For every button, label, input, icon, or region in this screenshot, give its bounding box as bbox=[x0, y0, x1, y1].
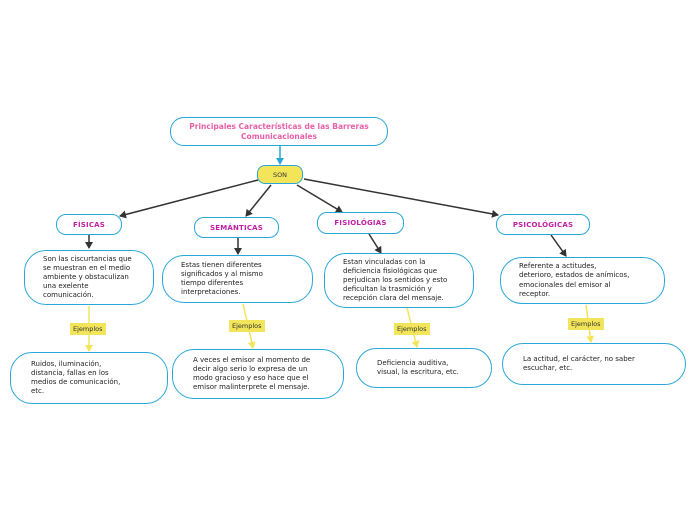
example-tag-fisiologias: Ejemplos bbox=[394, 323, 430, 335]
category-label: FISIOLÓGIAS bbox=[334, 219, 387, 227]
example-text: La actitud, el carácter, no saber escuch… bbox=[523, 354, 635, 372]
son-connector-text: SON bbox=[272, 170, 288, 179]
example-tag-psicologicas: Ejemplos bbox=[568, 318, 604, 330]
example-text: Ruidos, iluminación, distancia, fallas e… bbox=[31, 359, 121, 396]
description-fisiologias[interactable]: Estan vinculadas con la deficiencia fisi… bbox=[324, 253, 474, 308]
description-semanticas[interactable]: Estas tienen diferentes significados y a… bbox=[162, 255, 313, 303]
arrow-son-psicologicas bbox=[303, 178, 499, 218]
arrow-son-fisicas bbox=[119, 179, 259, 219]
arrow-fisiologias-desc bbox=[368, 233, 382, 254]
category-fisicas[interactable]: FÍSICAS bbox=[56, 214, 122, 235]
category-label: PSICOLÓGICAS bbox=[512, 220, 574, 229]
category-fisiologias[interactable]: FISIOLÓGIAS bbox=[317, 212, 404, 234]
description-text: Referente a actitudes, deterioro, estado… bbox=[519, 262, 630, 298]
description-psicologicas[interactable]: Referente a actitudes, deterioro, estado… bbox=[500, 257, 665, 304]
son-connector[interactable]: SON bbox=[257, 165, 303, 184]
main-title[interactable]: Principales Características de las Barre… bbox=[170, 117, 388, 146]
category-label: SEMÁNTICAS bbox=[209, 223, 264, 232]
description-text: Estas tienen diferentes significados y a… bbox=[181, 260, 263, 297]
category-semanticas[interactable]: SEMÁNTICAS bbox=[194, 217, 279, 238]
description-text: Estan vinculadas con la deficiencia fisi… bbox=[343, 257, 448, 303]
category-label: FÍSICAS bbox=[72, 220, 106, 229]
example-semanticas[interactable]: A veces el emisor al momento de decir al… bbox=[172, 349, 344, 399]
example-fisiologias[interactable]: Deficiencia auditiva, visual, la escritu… bbox=[356, 348, 492, 388]
description-fisicas[interactable]: Son las ciscurtancias que se muestran en… bbox=[24, 250, 154, 305]
arrow-psicologicas-desc bbox=[550, 234, 567, 257]
example-fisicas[interactable]: Ruidos, iluminación, distancia, fallas e… bbox=[10, 352, 168, 404]
example-text: A veces el emisor al momento de decir al… bbox=[193, 355, 311, 392]
arrow-son-fisiologias bbox=[296, 184, 343, 213]
example-tag-fisicas: Ejemplos bbox=[70, 323, 106, 335]
example-text: Deficiencia auditiva, visual, la escritu… bbox=[377, 358, 459, 376]
main-title-text: Principales Características de las Barre… bbox=[189, 122, 369, 141]
example-psicologicas[interactable]: La actitud, el carácter, no saber escuch… bbox=[502, 343, 686, 385]
category-psicologicas[interactable]: PSICOLÓGICAS bbox=[496, 214, 590, 235]
description-text: Son las ciscurtancias que se muestran en… bbox=[43, 254, 132, 300]
arrow-son-semanticas bbox=[245, 184, 272, 217]
example-tag-semanticas: Ejemplos bbox=[229, 320, 265, 332]
